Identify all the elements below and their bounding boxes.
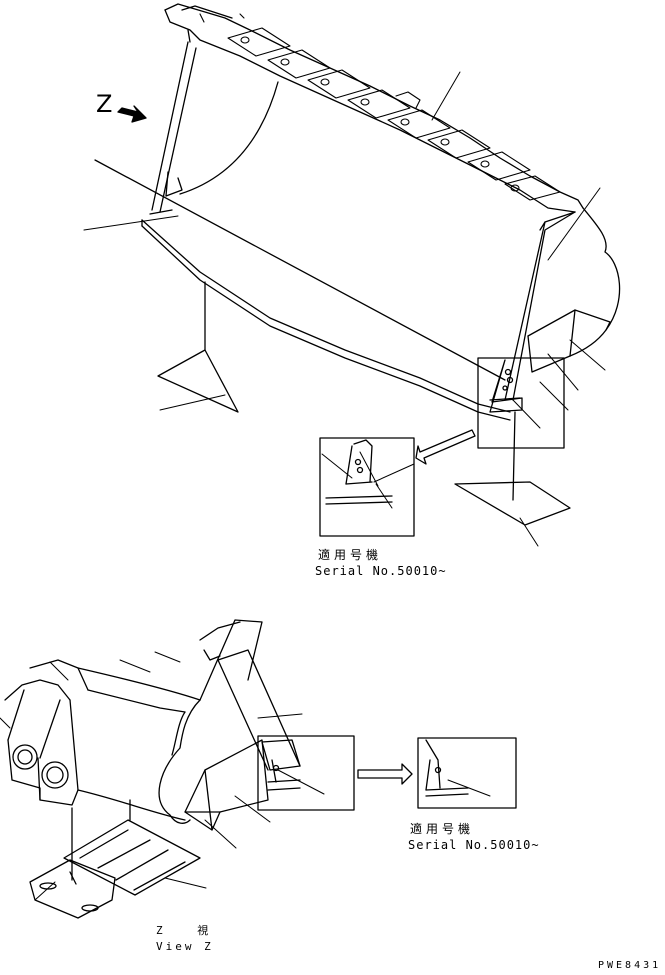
viewz-wear-plate-corner xyxy=(184,739,269,831)
z-arrow-label: Z xyxy=(96,90,113,118)
wear-plate-left xyxy=(157,281,239,413)
view-z-en-label: View Z xyxy=(156,940,214,953)
z-view-direction-arrow xyxy=(117,105,147,123)
inset-detail-bottom xyxy=(417,737,517,809)
bucket-top-edge xyxy=(164,3,584,213)
viewz-detail-box xyxy=(257,735,355,811)
applicable-label-bottom: 適用号機 xyxy=(410,822,475,836)
serial-label-top: Serial No.50010~ xyxy=(315,564,447,578)
detail-callout-arrow-top xyxy=(415,429,476,465)
bucket-body xyxy=(94,159,511,421)
detail-box-top xyxy=(477,357,565,449)
bucket-right-side-plate xyxy=(504,207,621,401)
inset-detail-top xyxy=(319,437,415,537)
drawing-code: PWE8431 xyxy=(598,960,662,971)
viewz-callout-arrow xyxy=(357,763,413,785)
leader-lines-top xyxy=(83,71,606,547)
view-z-jp-label: Z 視 xyxy=(156,924,223,937)
wear-plate-right xyxy=(454,411,571,526)
viewz-side-plate xyxy=(217,649,301,771)
applicable-label-top: 適用号機 xyxy=(318,548,383,562)
viewz-pin-bosses xyxy=(4,659,89,806)
bucket-left-side-plate xyxy=(149,41,279,215)
leader-lines-bottom xyxy=(0,651,491,901)
viewz-bucket-shell xyxy=(77,619,263,824)
cutting-edge-teeth xyxy=(199,13,561,201)
serial-label-bottom: Serial No.50010~ xyxy=(408,838,540,852)
